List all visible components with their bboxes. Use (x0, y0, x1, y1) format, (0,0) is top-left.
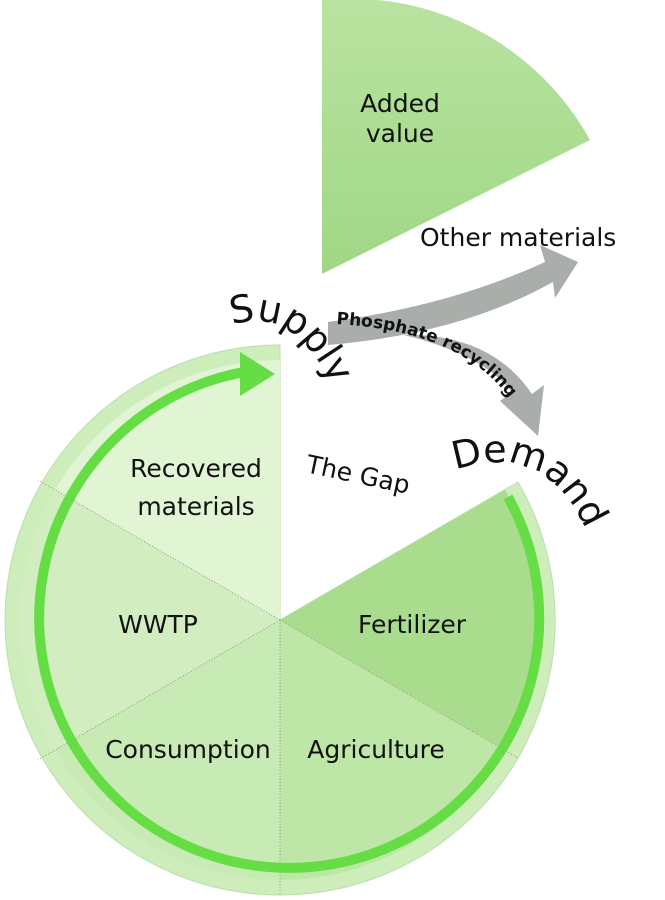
phosphate-recycling-arrow (328, 322, 544, 436)
agriculture-label: Agriculture (307, 735, 445, 764)
recovered-materials-label-line1: Recovered (130, 454, 262, 483)
other-materials-arrow (328, 245, 578, 345)
fertilizer-label: Fertilizer (358, 610, 467, 639)
added-value-label-line2: value (366, 119, 434, 148)
cycle-arrow (34, 366, 545, 873)
segment-dividers (37, 479, 519, 895)
segment-wwtp (20, 490, 281, 750)
consumption-label: Consumption (105, 735, 271, 764)
added-value-label-line1: Added (360, 89, 440, 118)
wwtp-label: WWTP (118, 610, 198, 639)
segment-recovered-materials (55, 360, 280, 620)
cycle-arrowhead (240, 352, 275, 396)
recovered-materials-label-line2: materials (137, 492, 254, 521)
added-value-wedge (322, 0, 590, 274)
the-gap-label: The Gap (303, 449, 413, 499)
segment-fertilizer (280, 490, 540, 750)
other-materials-label: Other materials (420, 223, 616, 252)
segment-consumption (55, 620, 280, 880)
